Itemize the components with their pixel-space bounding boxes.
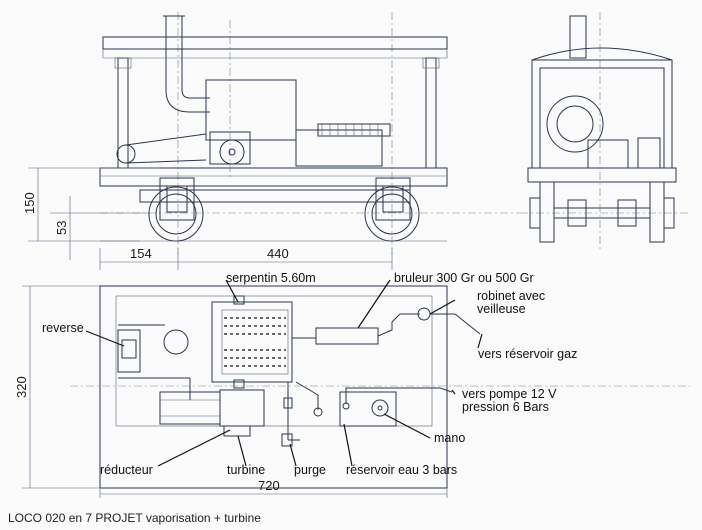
callout-labels: serpentin 5.60m bruleur 300 Gr ou 500 Gr…	[42, 271, 577, 477]
label-reservoir-eau: réservoir eau 3 bars	[346, 463, 457, 477]
label-serpentin: serpentin 5.60m	[226, 271, 316, 285]
side-elevation-view	[99, 12, 520, 255]
label-reducteur: réducteur	[100, 463, 153, 477]
leader-lines	[85, 279, 483, 467]
drawing-caption: LOCO 020 en 7 PROJET vaporisation + turb…	[8, 511, 261, 525]
dim-width: 320	[14, 376, 29, 398]
label-bruleur: bruleur 300 Gr ou 500 Gr	[394, 271, 534, 285]
end-elevation-view	[520, 12, 690, 250]
plan-view	[22, 285, 690, 489]
side-dimensions	[28, 167, 393, 270]
dim-length: 720	[258, 478, 280, 493]
dim-height-total: 150	[22, 192, 37, 214]
label-reverse: reverse	[42, 321, 84, 335]
label-pompe-2: pression 6 Bars	[462, 400, 549, 414]
label-pompe-1: vers pompe 12 V	[462, 387, 557, 401]
label-purge: purge	[294, 463, 326, 477]
label-robinet-2: veilleuse	[477, 302, 526, 316]
label-robinet-1: robinet avec	[477, 289, 545, 303]
dim-wheelbase: 440	[267, 246, 289, 261]
label-turbine: turbine	[227, 463, 265, 477]
label-reservoir-gaz: vers réservoir gaz	[478, 347, 577, 361]
dim-height-axle: 53	[54, 221, 69, 235]
label-mano: mano	[434, 431, 465, 445]
dim-front-offset: 154	[130, 246, 152, 261]
